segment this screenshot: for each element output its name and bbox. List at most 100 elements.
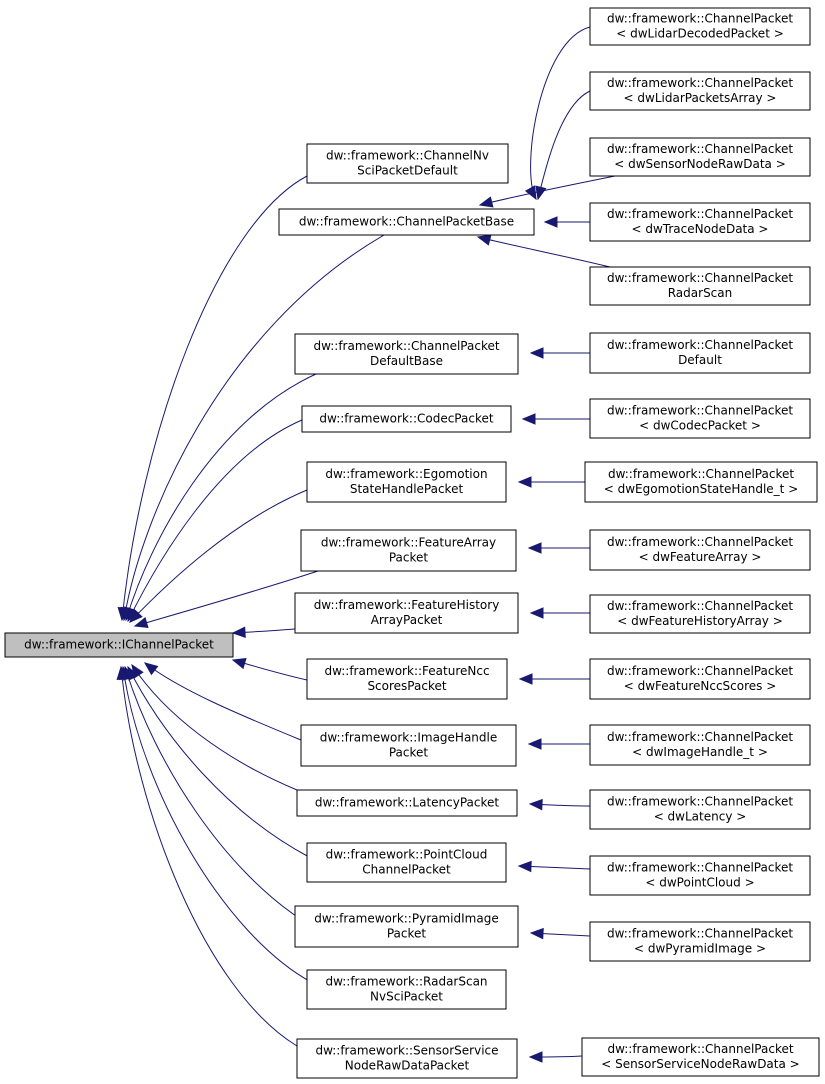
class-node-imgT[interactable]: dw::framework::ChannelPacket< dwImageHan… (589, 724, 811, 766)
class-node-latT[interactable]: dw::framework::ChannelPacket< dwLatency … (589, 789, 811, 830)
class-name-line: ArrayPacket (371, 613, 443, 627)
class-box (294, 333, 519, 375)
class-name-line: < dwFeatureNccScores > (624, 679, 777, 693)
class-node-egoT[interactable]: dw::framework::ChannelPacket< dwEgomotio… (584, 461, 818, 503)
arrowhead-icon (231, 626, 246, 639)
arrowhead-icon (527, 738, 542, 750)
class-name-line: < dwLidarDecodedPacket > (616, 27, 784, 41)
class-name-line: dw::framework::ChannelPacket (607, 861, 793, 875)
class-name-line: ChannelPacket (362, 863, 451, 877)
edge-codecT-to-codec (521, 413, 590, 425)
class-name-line: dw::framework::ChannelNv (326, 149, 489, 163)
class-name-line: dw::framework::ChannelPacket (607, 271, 793, 285)
class-node-base[interactable]: dw::framework::ChannelPacketBase (278, 208, 535, 236)
class-name-line: < dwFeatureHistoryArray > (617, 614, 783, 628)
arrowhead-icon (517, 860, 532, 873)
edge-line (129, 489, 308, 623)
class-node-featT[interactable]: dw::framework::ChannelPacket< dwFeatureA… (589, 529, 811, 571)
class-box (300, 529, 517, 572)
edge-lidararr-to-base (535, 90, 591, 201)
class-node-lidararr[interactable]: dw::framework::ChannelPacket< dwLidarPac… (589, 71, 811, 111)
class-node-codecT[interactable]: dw::framework::ChannelPacket< dwCodecPac… (589, 398, 811, 439)
class-name-line: SciPacketDefault (357, 164, 458, 178)
class-box (306, 461, 507, 503)
class-name-line: dw::framework::IChannelPacket (24, 638, 214, 652)
class-name-line: RadarScan (668, 286, 733, 300)
class-box (589, 332, 811, 374)
class-node-codec[interactable]: dw::framework::CodecPacket (301, 405, 512, 433)
class-box (589, 266, 811, 306)
arrowhead-icon (529, 927, 544, 940)
class-node-lat[interactable]: dw::framework::LatencyPacket (296, 789, 518, 817)
edge-featnccT-to-featncc (518, 673, 590, 685)
class-box (589, 724, 811, 766)
class-name-line: < dwLidarPacketsArray > (624, 91, 777, 105)
edge-ss-to-root (116, 665, 298, 1047)
edge-radarscan-to-base (476, 234, 611, 268)
arrowhead-icon (231, 658, 247, 670)
class-name-line: dw::framework::ChannelPacketBase (299, 215, 514, 229)
edge-pc-to-root (127, 665, 310, 858)
edge-feathistT-to-feathist (529, 607, 590, 619)
class-name-line: dw::framework::PyramidImage (314, 912, 498, 926)
class-box (306, 969, 507, 1010)
class-node-featnccT[interactable]: dw::framework::ChannelPacket< dwFeatureN… (589, 658, 811, 700)
edge-trace-to-base (543, 216, 590, 228)
arrowhead-icon (535, 185, 547, 201)
class-node-feathistT[interactable]: dw::framework::ChannelPacket< dwFeatureH… (589, 594, 811, 634)
arrowhead-icon (478, 196, 494, 208)
class-box (300, 724, 517, 767)
class-name-line: < dwPyramidImage > (634, 942, 766, 956)
class-name-line: dw::framework::ChannelPacket (607, 795, 793, 809)
class-name-line: dw::framework::Egomotion (325, 467, 487, 481)
arrowhead-icon (528, 1051, 543, 1063)
class-name-line: dw::framework::ChannelPacket (607, 142, 793, 156)
class-name-line: dw::framework::ChannelPacket (313, 339, 499, 353)
class-box (296, 789, 518, 817)
class-box (589, 855, 811, 896)
class-node-sensornode[interactable]: dw::framework::ChannelPacket< dwSensorNo… (589, 137, 811, 177)
class-name-line: dw::framework::FeatureHistory (314, 598, 500, 612)
edge-line (123, 234, 385, 621)
edge-line (124, 666, 303, 921)
class-box (306, 842, 507, 883)
class-node-trace[interactable]: dw::framework::ChannelPacket< dwTraceNod… (589, 202, 811, 242)
class-name-line: dw::framework::ChannelPacket (607, 927, 793, 941)
class-box (589, 398, 811, 439)
class-name-line: Packet (389, 746, 429, 760)
class-node-pyrT[interactable]: dw::framework::ChannelPacket< dwPyramidI… (589, 921, 811, 962)
class-box (589, 658, 811, 700)
class-name-line: dw::framework::ChannelPacket (607, 207, 793, 221)
arrowhead-icon (529, 347, 544, 359)
arrowhead-icon (528, 798, 543, 811)
edge-sensornode-to-base (478, 175, 616, 208)
class-node-pcT[interactable]: dw::framework::ChannelPacket< dwPointClo… (589, 855, 811, 896)
class-node-ssT[interactable]: dw::framework::ChannelPacket< SensorServ… (581, 1037, 820, 1077)
class-node-ss[interactable]: dw::framework::SensorServiceNodeRawDataP… (296, 1038, 518, 1079)
edge-line (530, 26, 591, 200)
arrowhead-icon (517, 476, 532, 488)
edge-pyr-to-root (123, 665, 303, 921)
class-box (296, 1038, 518, 1079)
class-name-line: < dwSensorNodeRawData > (614, 157, 786, 171)
class-node-ego[interactable]: dw::framework::EgomotionStateHandlePacke… (306, 461, 507, 503)
edge-feat-to-root (133, 570, 319, 629)
class-box (589, 71, 811, 111)
edge-line (127, 419, 303, 622)
edge-line (144, 662, 302, 741)
edge-line (134, 570, 319, 627)
class-box (589, 594, 811, 634)
class-node-lidardec[interactable]: dw::framework::ChannelPacket< dwLidarDec… (589, 7, 811, 46)
